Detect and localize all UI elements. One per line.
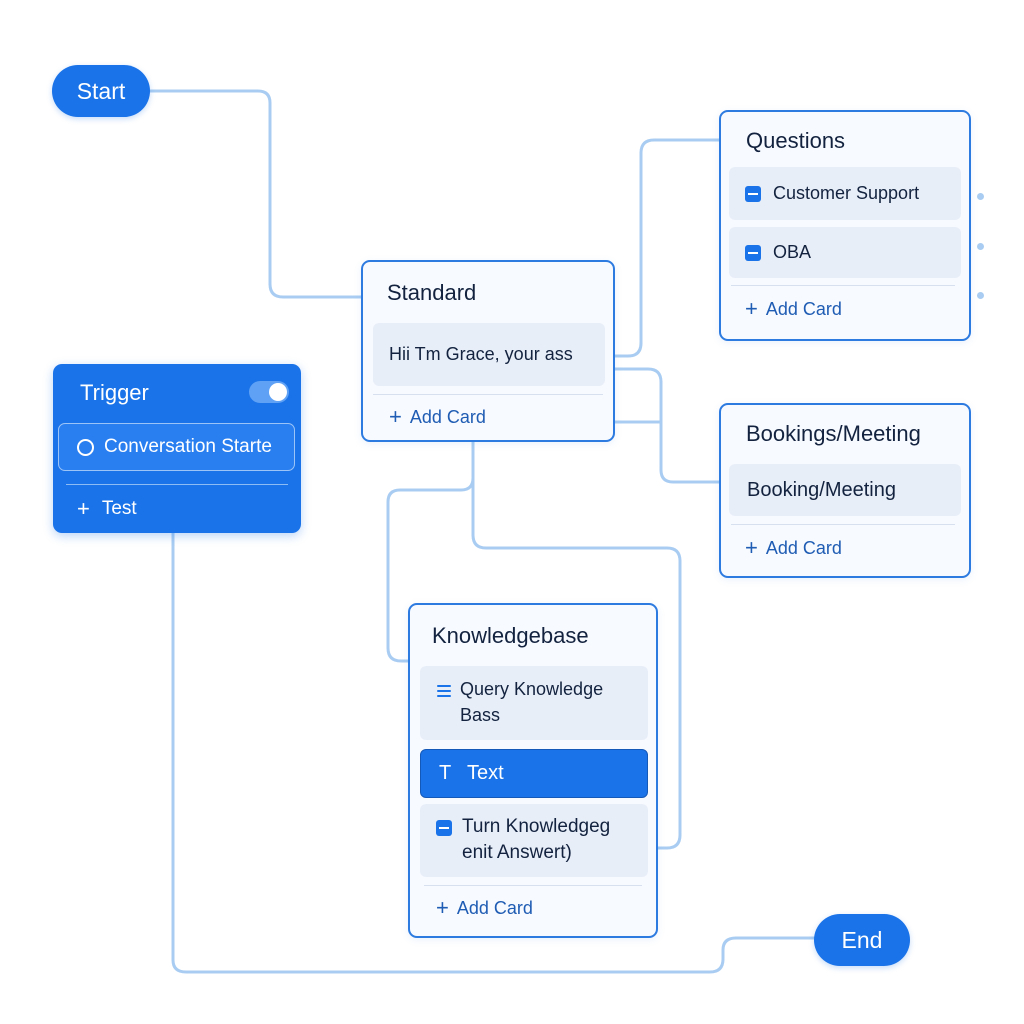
end-node[interactable]: End bbox=[814, 914, 910, 966]
add-card-label: Add Card bbox=[409, 406, 486, 427]
toggle-knob bbox=[269, 383, 287, 401]
test-button[interactable]: + Test bbox=[77, 498, 137, 520]
knowledgebase-node[interactable]: Knowledgebase Query Knowledge Bass T Tex… bbox=[408, 603, 658, 938]
handle-dot[interactable] bbox=[977, 193, 984, 200]
standard-divider bbox=[373, 394, 603, 395]
standard-node[interactable]: Standard Hii Tm Grace, your ass + Add Ca… bbox=[361, 260, 615, 442]
questions-node[interactable]: Questions Customer Support OBA + Add Car… bbox=[719, 110, 971, 341]
booking-item-label: Booking/Meeting bbox=[747, 478, 896, 501]
trigger-condition[interactable]: Conversation Starte bbox=[58, 423, 295, 471]
kb-item-label-2: enit Answert) bbox=[462, 842, 572, 863]
test-label: Test bbox=[101, 498, 137, 519]
handle-dot[interactable] bbox=[977, 292, 984, 299]
knowledgebase-add-card-button[interactable]: + Add Card bbox=[436, 897, 533, 919]
plus-icon: + bbox=[745, 296, 758, 321]
question-item-label: OBA bbox=[773, 242, 812, 262]
kb-item-label: Text bbox=[467, 762, 504, 784]
bookings-node[interactable]: Bookings/Meeting Booking/Meeting + Add C… bbox=[719, 403, 971, 578]
kb-item-text[interactable]: T Text bbox=[420, 749, 648, 798]
question-item-label: Customer Support bbox=[773, 183, 920, 203]
plus-icon: + bbox=[436, 895, 449, 920]
standard-title: Standard bbox=[387, 280, 477, 305]
bookings-title: Bookings/Meeting bbox=[746, 421, 921, 446]
standard-add-card-button[interactable]: + Add Card bbox=[389, 406, 486, 428]
lines-icon bbox=[436, 683, 452, 699]
trigger-title: Trigger bbox=[80, 380, 149, 405]
trigger-condition-label: Conversation Starte bbox=[104, 436, 272, 457]
add-card-label: Add Card bbox=[765, 298, 842, 319]
circle-icon bbox=[77, 438, 94, 456]
end-label: End bbox=[841, 926, 883, 953]
question-item-oba[interactable]: OBA bbox=[729, 227, 961, 278]
add-card-label: Add Card bbox=[765, 537, 842, 558]
square-icon bbox=[745, 244, 761, 261]
trigger-toggle[interactable] bbox=[249, 381, 289, 403]
knowledgebase-divider bbox=[424, 885, 642, 886]
kb-item-label: Turn Knowledgeg bbox=[462, 816, 611, 837]
trigger-divider bbox=[66, 484, 288, 485]
connector-standard-bookings bbox=[612, 367, 722, 484]
bookings-add-card-button[interactable]: + Add Card bbox=[745, 537, 842, 559]
square-icon bbox=[436, 820, 452, 836]
kb-item-label: Query Knowledge bbox=[460, 679, 604, 699]
start-label: Start bbox=[76, 77, 126, 104]
trigger-node[interactable]: Trigger Conversation Starte + Test bbox=[53, 364, 301, 533]
questions-add-card-button[interactable]: + Add Card bbox=[745, 298, 842, 320]
start-node[interactable]: Start bbox=[52, 65, 150, 117]
standard-message: Hii Tm Grace, your ass bbox=[389, 344, 573, 364]
knowledgebase-title: Knowledgebase bbox=[432, 623, 589, 648]
plus-icon: + bbox=[77, 496, 90, 521]
booking-item[interactable]: Booking/Meeting bbox=[729, 464, 961, 516]
bookings-divider bbox=[731, 524, 955, 525]
questions-divider bbox=[731, 285, 955, 286]
text-icon: T bbox=[439, 762, 452, 784]
connector-standard-questions bbox=[612, 138, 722, 358]
handle-dot[interactable] bbox=[977, 243, 984, 250]
square-icon bbox=[745, 185, 761, 202]
plus-icon: + bbox=[745, 535, 758, 560]
connector-start-standard bbox=[148, 89, 364, 299]
question-item-customer-support[interactable]: Customer Support bbox=[729, 167, 961, 220]
standard-message-card[interactable]: Hii Tm Grace, your ass bbox=[373, 323, 605, 386]
kb-item-label-2: Bass bbox=[460, 705, 501, 725]
questions-title: Questions bbox=[746, 128, 846, 153]
plus-icon: + bbox=[389, 404, 402, 429]
kb-item-query[interactable]: Query Knowledge Bass bbox=[420, 666, 648, 740]
add-card-label: Add Card bbox=[456, 897, 533, 918]
kb-item-turn[interactable]: Turn Knowledgeg enit Answert) bbox=[420, 804, 648, 877]
